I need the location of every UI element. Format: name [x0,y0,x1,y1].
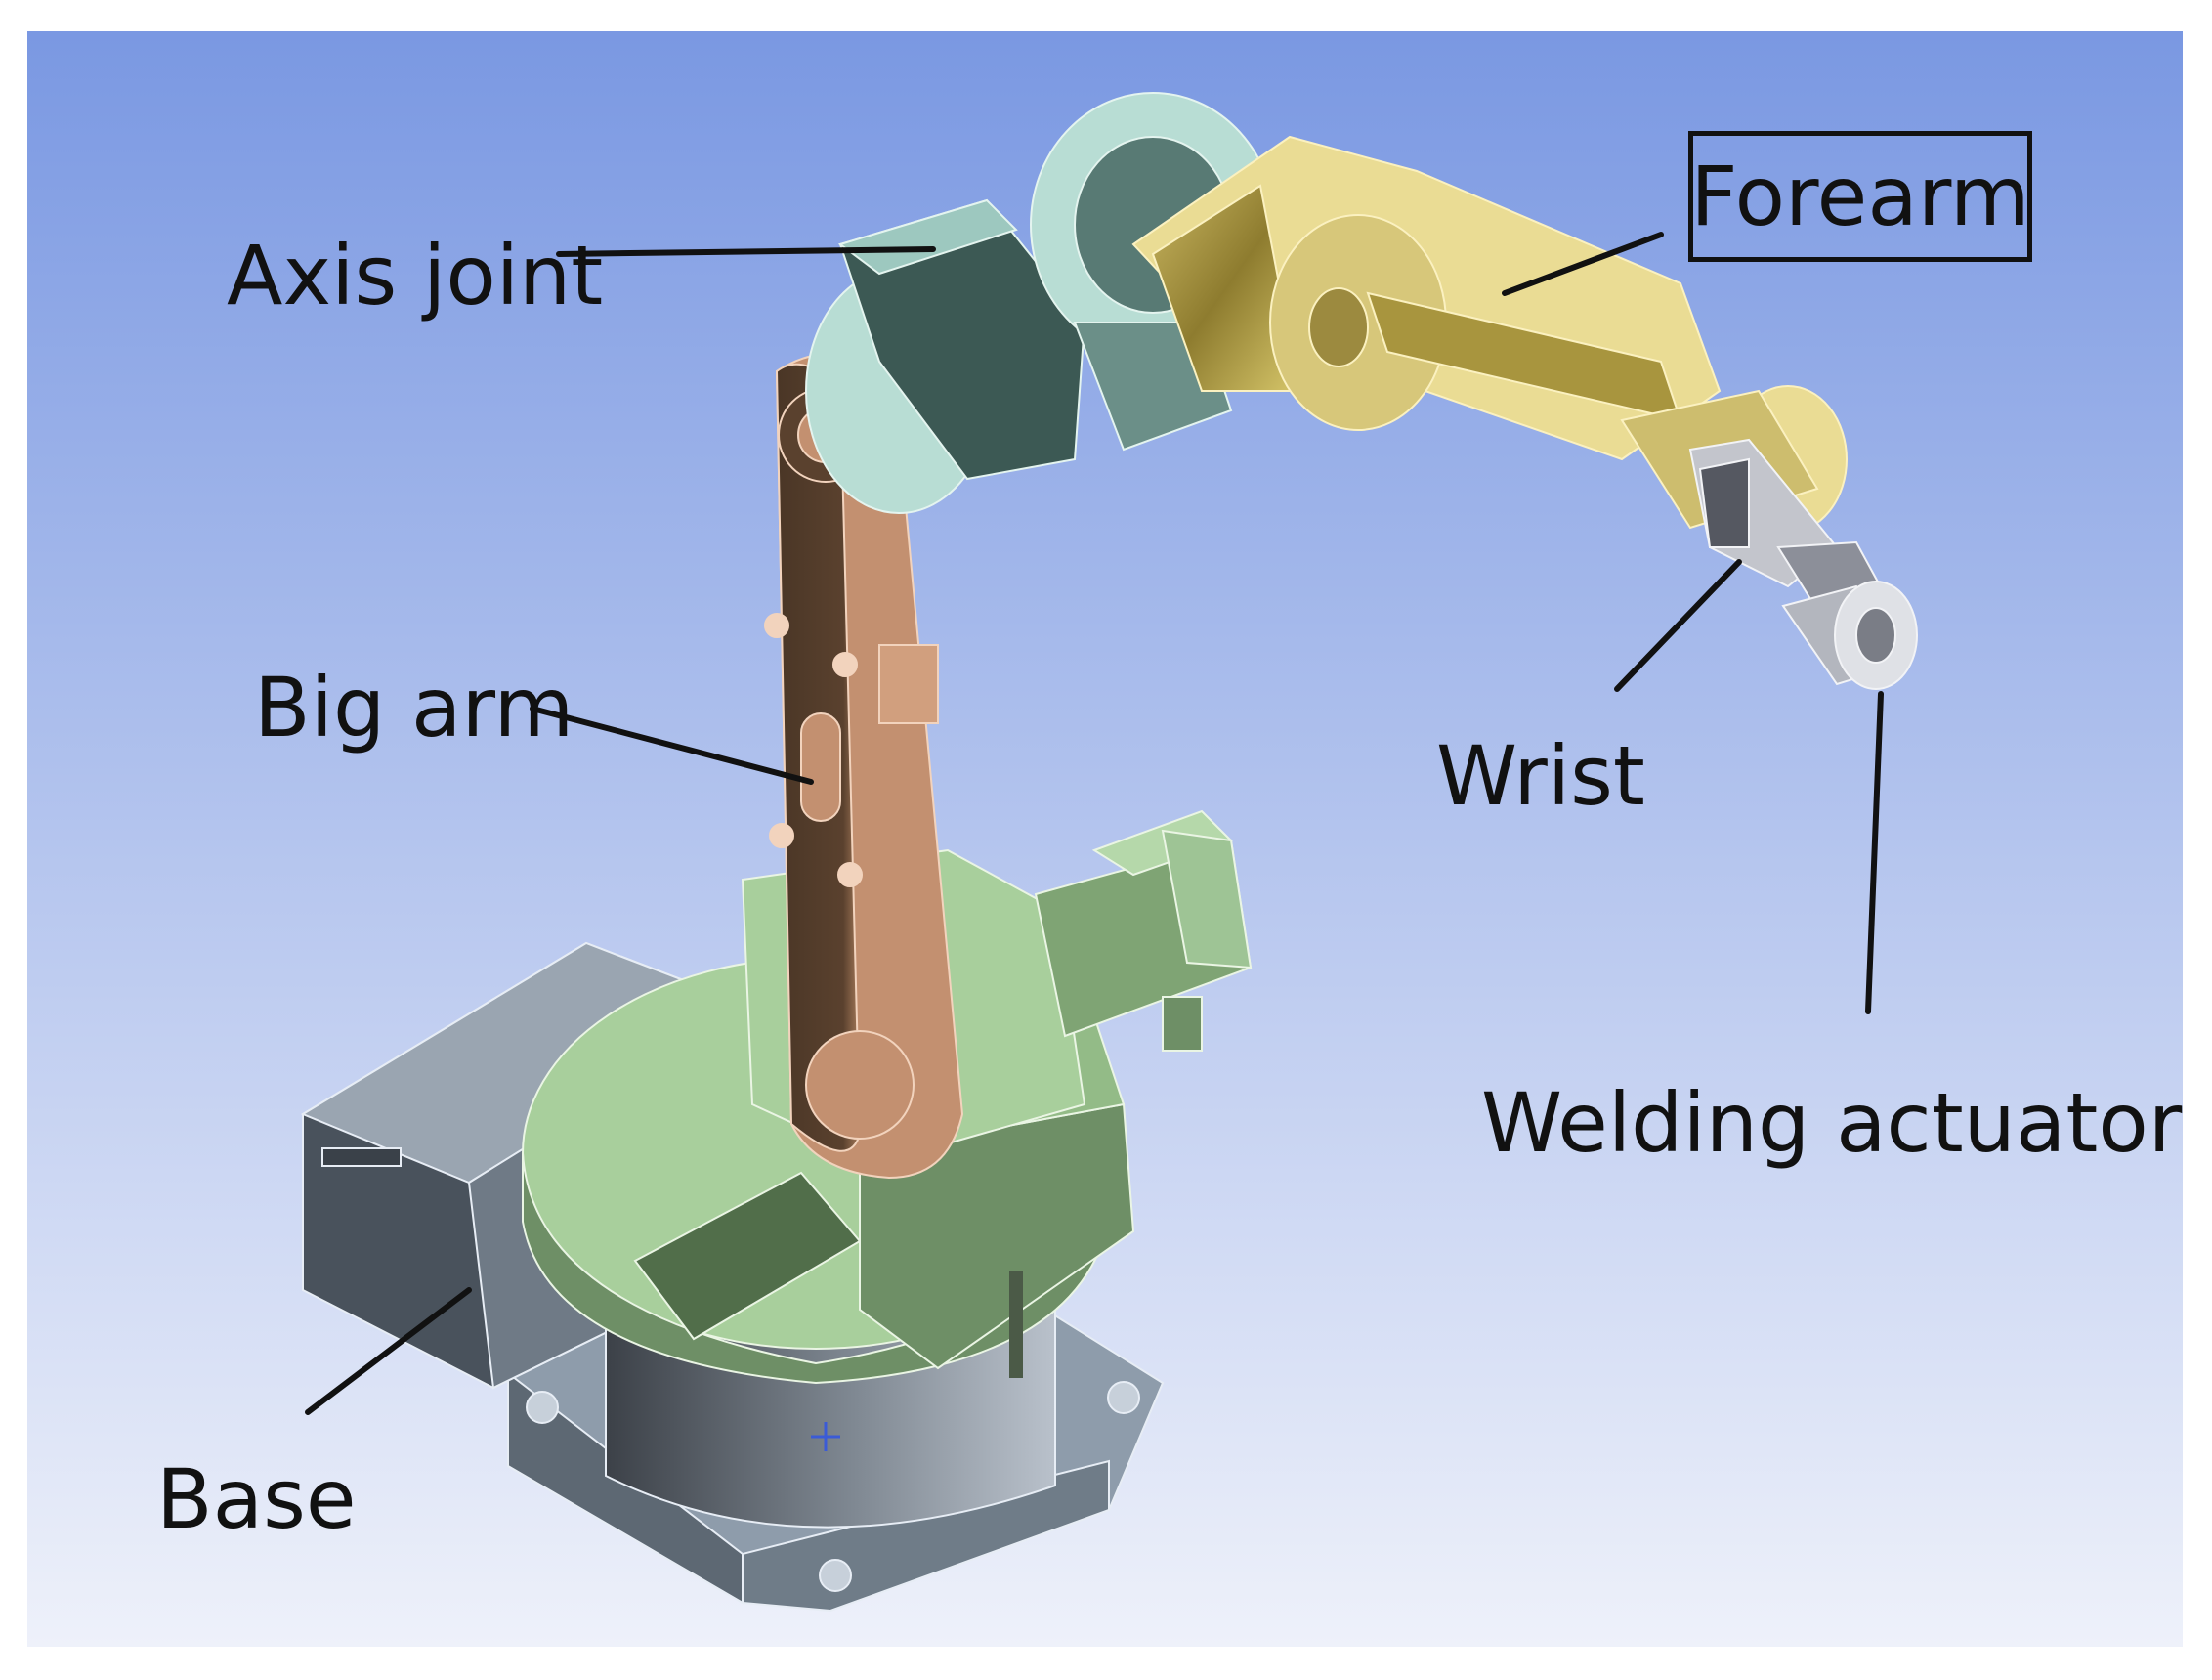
wrist-part [1688,438,1918,690]
leader-welding-actuators [1865,691,1884,1014]
label-base: Base [156,1451,357,1547]
label-axis-joint: Axis joint [227,228,604,323]
leader-forearm [1502,232,1664,296]
label-forearm: Forearm [1688,131,2032,262]
leader-wrist [1614,559,1742,692]
leader-axis-joint [556,246,936,257]
leader-base [305,1287,472,1415]
leader-big-arm [530,706,814,785]
label-wrist: Wrist [1436,728,1645,824]
leader-lines [305,232,1884,1415]
big-arm-part [764,353,964,1180]
robot-arm-model [27,31,2183,1647]
cad-viewport: Axis joint Forearm Big arm Wrist Welding… [27,31,2183,1647]
label-welding-actuators: Welding actuators [1481,1075,2183,1171]
label-big-arm: Big arm [254,660,574,755]
